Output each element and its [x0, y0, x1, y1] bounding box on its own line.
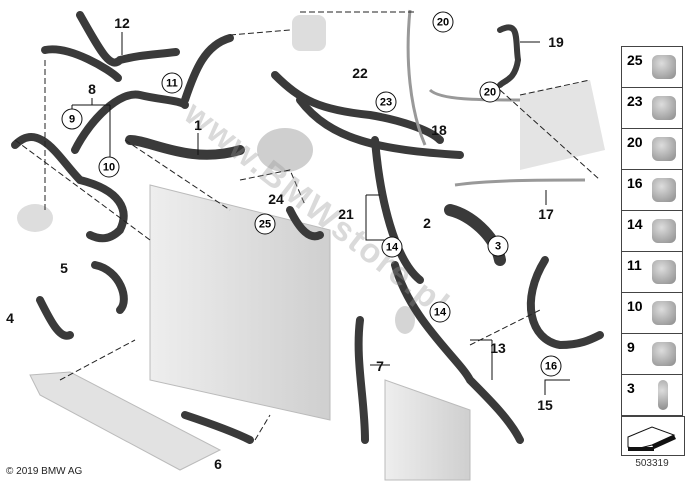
clamp-icon: [652, 96, 676, 120]
callout-25: 25: [254, 213, 276, 235]
callout-20: 20: [432, 11, 454, 33]
callout-18: 18: [431, 122, 447, 138]
direction-arrow-box: [621, 416, 685, 456]
thermostat-housing: [257, 128, 313, 172]
legend-item: 25: [621, 46, 683, 87]
legend-number: 3: [627, 380, 635, 396]
legend-item: 23: [621, 87, 683, 128]
callout-14: 14: [381, 236, 403, 258]
pipes: [406, 9, 586, 187]
callout-13: 13: [490, 340, 506, 356]
hoses: [11, 11, 604, 444]
callout-14: 14: [429, 301, 451, 323]
legend-number: 14: [627, 216, 643, 232]
callout-9: 9: [61, 108, 83, 130]
water-pump: [17, 204, 53, 232]
callout-12: 12: [114, 15, 130, 31]
callout-5: 5: [60, 260, 68, 276]
callout-22: 22: [352, 65, 368, 81]
callout-21: 21: [338, 206, 354, 222]
callout-10: 10: [98, 156, 120, 178]
callout-3: 3: [487, 235, 509, 257]
callout-2: 2: [423, 215, 431, 231]
arrow-icon: [627, 426, 676, 451]
pipe-clip-icon: [652, 342, 676, 366]
copyright: © 2019 BMW AG: [6, 466, 83, 477]
legend-number: 20: [627, 134, 643, 150]
legend-item: 9: [621, 333, 683, 374]
fastener-legend: 25 23 20 16 14 11 10 9 3: [621, 46, 683, 416]
clip-icon: [652, 178, 676, 202]
callout-15: 15: [537, 397, 553, 413]
callout-17: 17: [538, 206, 554, 222]
callout-8: 8: [88, 81, 96, 97]
legend-item: 11: [621, 251, 683, 292]
callout-19: 19: [548, 34, 564, 50]
callout-20: 20: [479, 81, 501, 103]
legend-item: 14: [621, 210, 683, 251]
diagram-number: 503319: [635, 458, 669, 469]
callout-4: 4: [6, 310, 14, 326]
legend-number: 11: [627, 257, 642, 273]
callout-7: 7: [376, 358, 384, 374]
callout-6: 6: [214, 456, 222, 472]
callout-lines: [71, 32, 570, 395]
hose-clamp-icon: [652, 219, 676, 243]
callout-16: 16: [540, 355, 562, 377]
legend-number: 16: [627, 175, 643, 191]
valve: [395, 306, 415, 334]
hex-nut-icon: [652, 260, 676, 284]
bolt-icon: [658, 380, 668, 410]
leader-lines: [14, 11, 601, 441]
callout-24: 24: [268, 191, 284, 207]
legend-number: 23: [627, 93, 643, 109]
legend-item: 3: [621, 374, 683, 416]
callout-1: 1: [194, 117, 202, 133]
intercooler: [29, 371, 222, 471]
callout-11: 11: [161, 72, 183, 94]
callout-23: 23: [375, 91, 397, 113]
expansion-tank: [292, 15, 326, 51]
holder-icon: [652, 137, 676, 161]
legend-number: 9: [627, 339, 635, 355]
spring-clip-icon: [652, 301, 676, 325]
legend-number: 25: [627, 52, 643, 68]
screw-icon: [652, 55, 676, 79]
aux-radiator: [384, 379, 471, 481]
coolant-reservoir: [520, 80, 605, 170]
legend-item: 10: [621, 292, 683, 333]
legend-item: 20: [621, 128, 683, 169]
legend-number: 10: [627, 298, 643, 314]
legend-item: 16: [621, 169, 683, 210]
